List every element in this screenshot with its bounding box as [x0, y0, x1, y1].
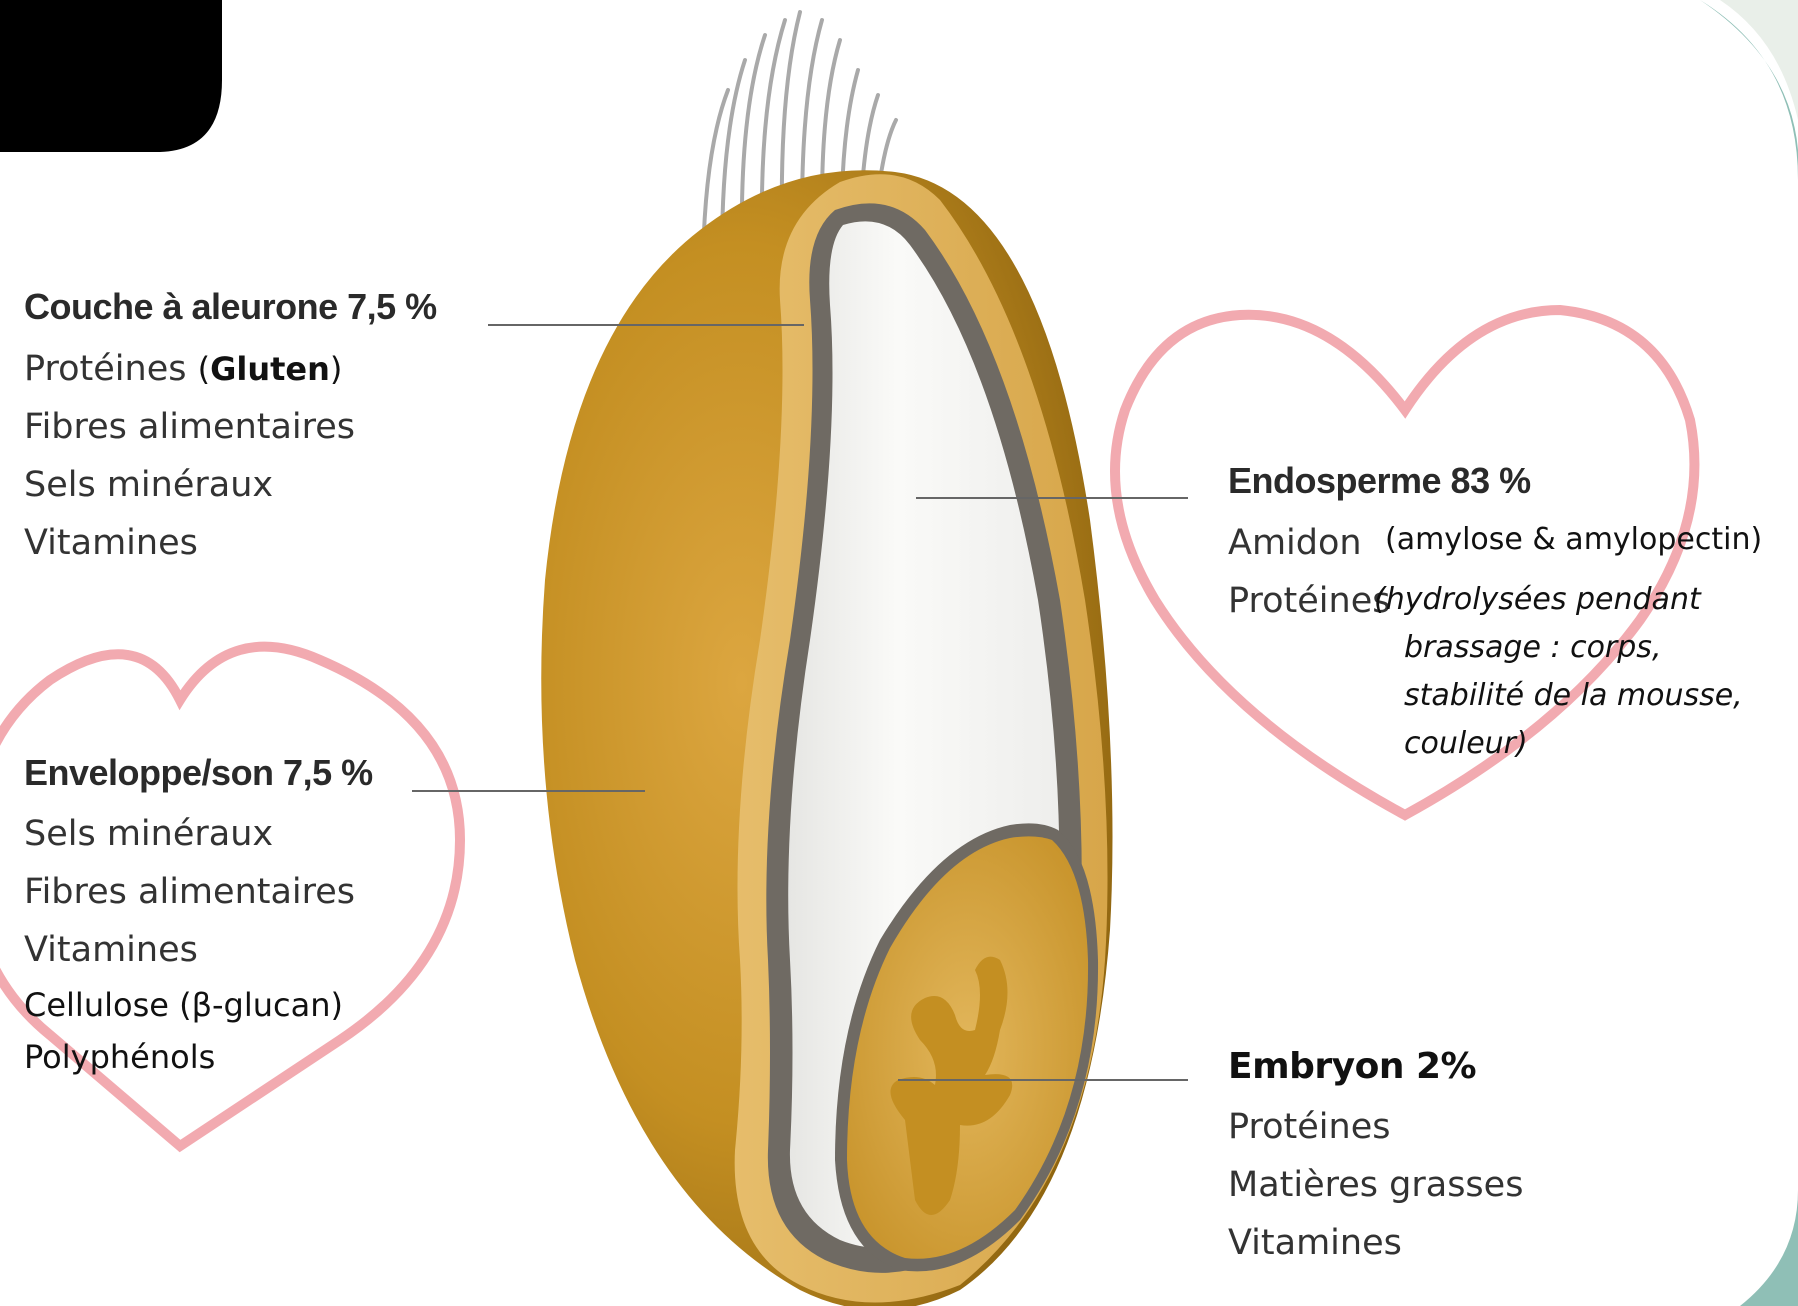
aleurone-item-proteines-text: Protéines — [24, 349, 186, 389]
aleurone-item-proteines: Protéines (Gluten) — [24, 340, 342, 398]
aleurone-gluten-paren-open: ( — [198, 350, 210, 388]
endosperme-item-amidon: Amidon — [1228, 514, 1362, 572]
teal-frame-accent — [1700, 0, 1798, 1306]
enveloppe-item-sels: Sels minéraux — [24, 805, 273, 863]
embryon-title: Embryon 2% — [1228, 1046, 1476, 1087]
endosperme-proteines-note-3: stabilité de la mousse, — [1404, 672, 1743, 720]
aleurone-title: Couche à aleurone 7,5 % — [24, 286, 437, 328]
aleurone-gluten: Gluten — [210, 350, 330, 388]
enveloppe-item-polyphenols: Polyphénols — [24, 1031, 215, 1083]
embryon-item-vitamines: Vitamines — [1228, 1214, 1402, 1272]
embryon-item-proteines: Protéines — [1228, 1098, 1390, 1156]
endosperme-proteines-note-2: brassage : corps, — [1404, 624, 1661, 672]
endosperme-proteines-note-4: couleur) — [1404, 720, 1528, 768]
endosperme-proteines-note-1: (hydrolysées pendant — [1374, 576, 1701, 624]
corner-blob — [0, 0, 222, 152]
aleurone-item-vitamines: Vitamines — [24, 514, 198, 572]
enveloppe-item-vitamines: Vitamines — [24, 921, 198, 979]
aleurone-item-fibres: Fibres alimentaires — [24, 398, 355, 456]
embryon-item-matieres-grasses: Matières grasses — [1228, 1156, 1523, 1214]
endosperme-title: Endosperme 83 % — [1228, 460, 1531, 502]
enveloppe-title: Enveloppe/son 7,5 % — [24, 752, 373, 794]
enveloppe-item-cellulose: Cellulose (β-glucan) — [24, 979, 343, 1031]
aleurone-item-sels: Sels minéraux — [24, 456, 273, 514]
enveloppe-item-fibres: Fibres alimentaires — [24, 863, 355, 921]
aleurone-gluten-paren-close: ) — [330, 350, 342, 388]
endosperme-item-proteines: Protéines — [1228, 572, 1390, 630]
endosperme-amidon-note: (amylose & amylopectin) — [1385, 522, 1762, 557]
